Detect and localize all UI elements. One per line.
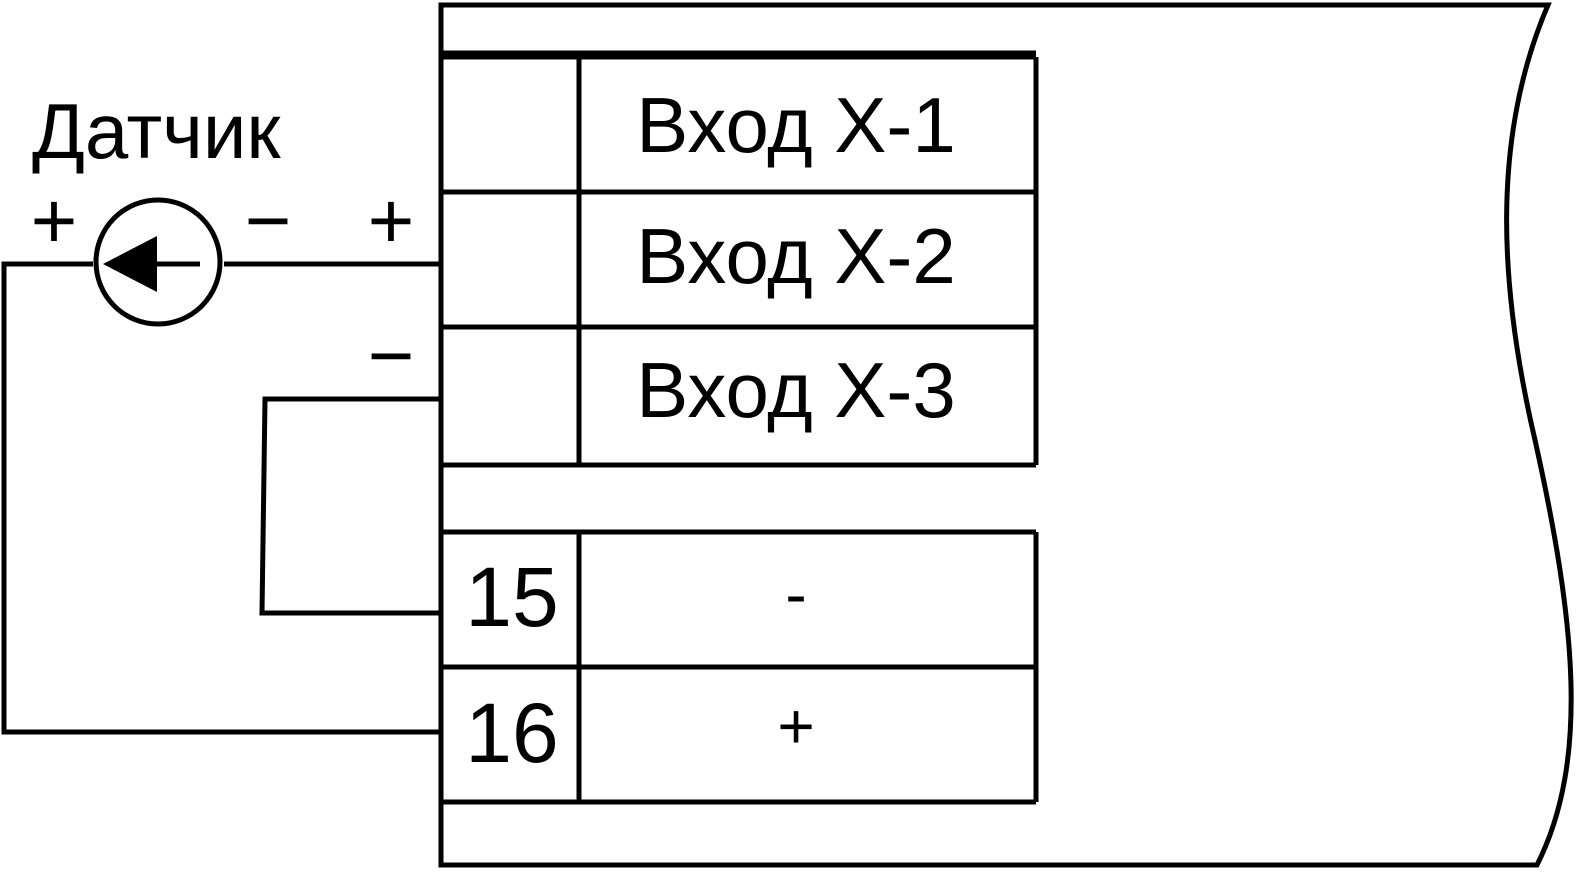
sensor-label: Датчик xyxy=(32,87,281,175)
terminal-15-sign: - xyxy=(785,558,806,630)
line-plus-sign: + xyxy=(368,176,415,265)
terminal-15-number: 15 xyxy=(465,550,558,644)
sensor-plus-sign: + xyxy=(31,176,78,265)
device-housing xyxy=(438,2,1574,868)
input-x1-label: Вход Х-1 xyxy=(636,81,956,169)
wire-input-x3-to-terminal-15 xyxy=(259,396,441,616)
terminal-block xyxy=(441,529,1039,805)
sensor-minus-sign: − xyxy=(245,176,292,265)
input-block xyxy=(441,54,1039,468)
terminal-16-sign: + xyxy=(777,690,814,762)
line-minus-sign: − xyxy=(368,311,415,400)
terminal-16-number: 16 xyxy=(465,686,558,780)
input-x3-label: Вход Х-3 xyxy=(636,346,956,434)
input-x2-label: Вход Х-2 xyxy=(636,212,956,300)
wire-sensor-plus-to-terminal-16 xyxy=(1,261,441,735)
current-source-arrow-left-icon xyxy=(93,197,223,327)
